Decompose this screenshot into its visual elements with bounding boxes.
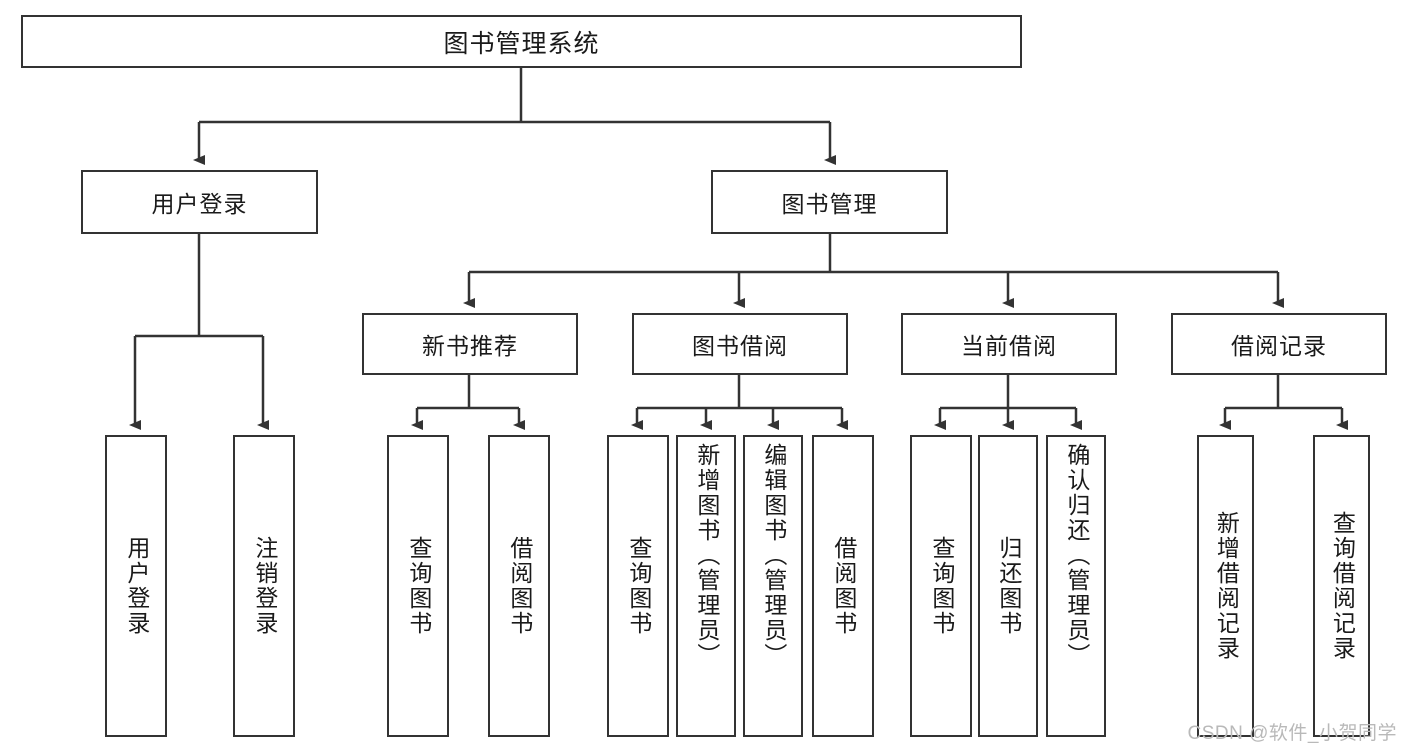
node-book-management[interactable]: 图书管理 bbox=[711, 170, 948, 234]
leaf-add-borrow-record[interactable]: 新增借阅记录 bbox=[1197, 435, 1254, 737]
node-borrow-record-label: 借阅记录 bbox=[1231, 333, 1327, 359]
leaf-edit-book-admin-label: 编辑图书（管理员） bbox=[760, 443, 787, 668]
leaf-confirm-return-admin-label: 确认归还（管理员） bbox=[1063, 443, 1090, 668]
watermark: CSDN @软件_小贺同学 bbox=[1187, 723, 1397, 744]
leaf-query-book-current-label: 查询图书 bbox=[928, 536, 955, 636]
node-book-borrow[interactable]: 图书借阅 bbox=[632, 313, 848, 375]
leaf-add-borrow-record-label: 新增借阅记录 bbox=[1213, 511, 1240, 661]
leaf-borrow-book-recommend[interactable]: 借阅图书 bbox=[488, 435, 550, 737]
leaf-query-borrow-record-label: 查询借阅记录 bbox=[1329, 511, 1356, 661]
leaf-return-book-label: 归还图书 bbox=[995, 536, 1022, 636]
node-book-management-label: 图书管理 bbox=[781, 191, 878, 217]
node-current-borrow-label: 当前借阅 bbox=[961, 333, 1057, 359]
node-borrow-record[interactable]: 借阅记录 bbox=[1171, 313, 1387, 375]
leaf-borrow-book-label: 借阅图书 bbox=[830, 536, 857, 636]
node-user-login-label: 用户登录 bbox=[151, 191, 248, 217]
node-root-system[interactable]: 图书管理系统 bbox=[21, 15, 1022, 68]
node-book-borrow-label: 图书借阅 bbox=[692, 333, 788, 359]
node-new-book-recommend[interactable]: 新书推荐 bbox=[362, 313, 578, 375]
leaf-add-book-admin-label: 新增图书（管理员） bbox=[693, 443, 720, 668]
leaf-edit-book-admin[interactable]: 编辑图书（管理员） bbox=[743, 435, 803, 737]
leaf-borrow-book[interactable]: 借阅图书 bbox=[812, 435, 874, 737]
leaf-add-book-admin[interactable]: 新增图书（管理员） bbox=[676, 435, 736, 737]
node-user-login[interactable]: 用户登录 bbox=[81, 170, 318, 234]
leaf-query-book-borrow[interactable]: 查询图书 bbox=[607, 435, 669, 737]
leaf-return-book[interactable]: 归还图书 bbox=[978, 435, 1038, 737]
leaf-confirm-return-admin[interactable]: 确认归还（管理员） bbox=[1046, 435, 1106, 737]
node-new-book-recommend-label: 新书推荐 bbox=[422, 333, 518, 359]
leaf-logout[interactable]: 注销登录 bbox=[233, 435, 295, 737]
leaf-logout-label: 注销登录 bbox=[251, 536, 278, 636]
leaf-user-login-label: 用户登录 bbox=[123, 536, 150, 636]
node-current-borrow[interactable]: 当前借阅 bbox=[901, 313, 1117, 375]
node-root-system-label: 图书管理系统 bbox=[443, 29, 600, 58]
leaf-query-book-borrow-label: 查询图书 bbox=[625, 536, 652, 636]
leaf-user-login[interactable]: 用户登录 bbox=[105, 435, 167, 737]
leaf-borrow-book-recommend-label: 借阅图书 bbox=[506, 536, 533, 636]
leaf-query-book-recommend-label: 查询图书 bbox=[405, 536, 432, 636]
leaf-query-book-current[interactable]: 查询图书 bbox=[910, 435, 972, 737]
leaf-query-borrow-record[interactable]: 查询借阅记录 bbox=[1313, 435, 1370, 737]
leaf-query-book-recommend[interactable]: 查询图书 bbox=[387, 435, 449, 737]
